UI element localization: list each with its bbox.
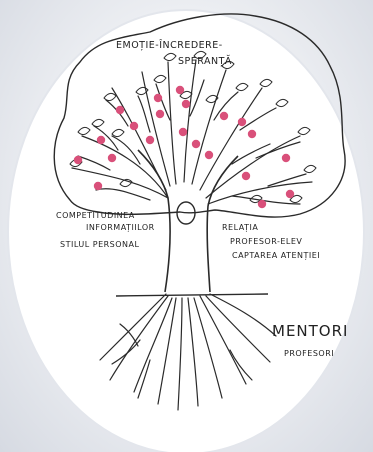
fruit <box>205 151 213 159</box>
fruit <box>146 136 154 144</box>
roots-label-line2: PROFESORI <box>284 349 334 358</box>
right-label-line3: CAPTAREA ATENȚIEI <box>232 251 320 261</box>
fruit <box>286 190 294 198</box>
fruit <box>248 130 256 138</box>
fruit <box>176 86 184 94</box>
crown-label-line1: EMOȚIE-ÎNCREDERE- <box>116 39 223 51</box>
fruit <box>130 122 138 130</box>
crown-label-line2: SPERANȚĂ <box>178 55 232 67</box>
fruit <box>238 118 246 126</box>
fruit <box>97 136 105 144</box>
fruit <box>182 100 190 108</box>
fruit <box>156 110 164 118</box>
fruit <box>179 128 187 136</box>
fruit <box>116 106 124 114</box>
fruit <box>108 154 116 162</box>
fruit <box>74 156 82 164</box>
fruit <box>154 94 162 102</box>
fruit <box>282 154 290 162</box>
right-label-line2: PROFESOR-ELEV <box>230 237 302 246</box>
fruit <box>94 182 102 190</box>
left-label-line1: COMPETITUDINEA <box>56 211 135 220</box>
oval-frame <box>8 10 364 452</box>
fruit <box>220 112 228 120</box>
left-label-line2: INFORMAȚIILOR <box>86 223 155 233</box>
fruit <box>192 140 200 148</box>
fruit <box>242 172 250 180</box>
roots-label-line1: MENTORI <box>272 322 348 340</box>
right-label-line1: RELAȚIA <box>222 223 258 233</box>
fruit <box>258 200 266 208</box>
left-label-line3: STILUL PERSONAL <box>60 240 140 249</box>
